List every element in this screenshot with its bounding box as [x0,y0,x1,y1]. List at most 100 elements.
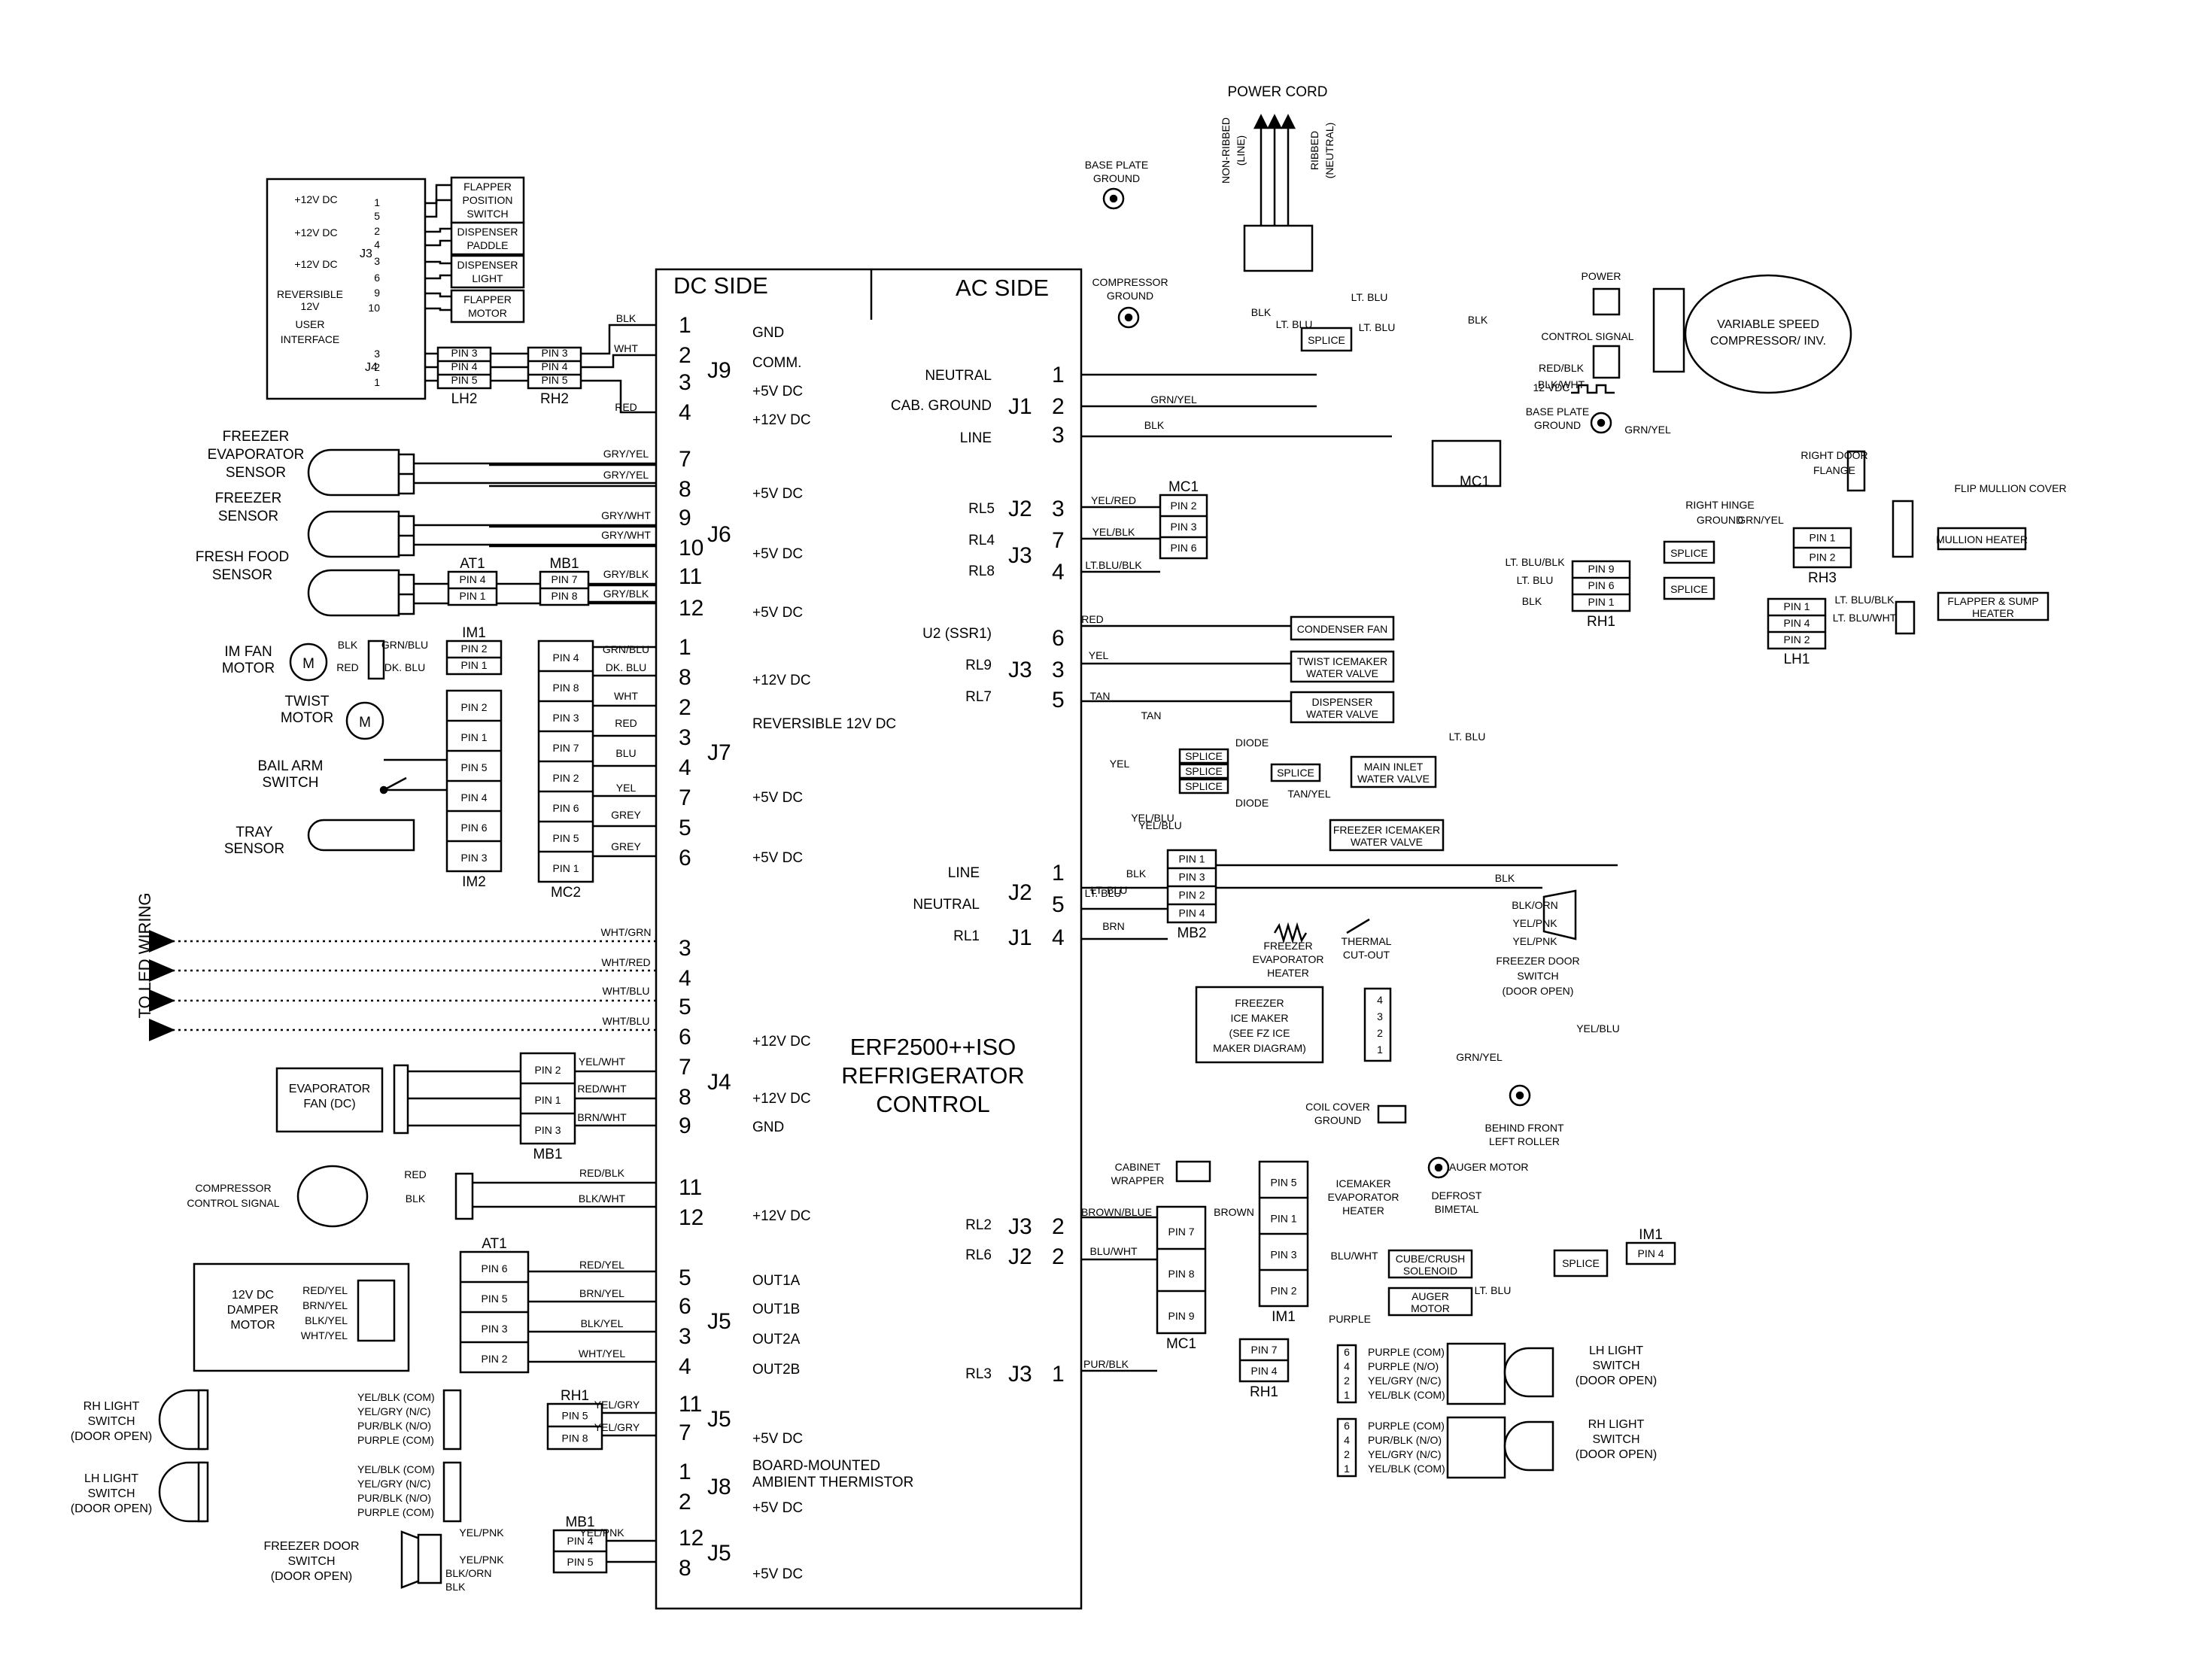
freezer-ice-maker-box [1195,986,1324,1064]
pin-label: 4 [1344,1360,1350,1372]
signal-label: AMBIENT THERMISTOR [752,1475,913,1490]
box-name: MB2 [1177,925,1206,941]
wire-label: YEL/PNK [459,1527,504,1539]
pin-label: PIN 1 [534,1094,561,1106]
connector-label: J1 [1008,394,1032,419]
connector-label: J3 [1008,543,1032,568]
box-name: IM2 [462,874,486,890]
component-label: MOTOR [230,1319,275,1332]
wire-label: WHT/BLU [603,985,650,997]
pin-label: PIN 1 [552,862,579,874]
wire-label: PUR/BLK (N/O) [357,1492,431,1504]
component-label: CONTROL SIGNAL [187,1197,279,1209]
component-label: FREEZER DOOR [263,1540,359,1553]
wire-label: BLK [1468,314,1488,326]
cord-arrow [1253,114,1269,129]
wire-label: YEL [616,782,637,794]
box-name: MC1 [1166,1336,1196,1352]
splice-label: SPLICE [1670,583,1708,595]
ground-label: RIGHT DOOR [1800,449,1867,461]
signal-label: +5V DC [752,384,803,399]
component-label: WATER VALVE [1351,836,1423,848]
wire-label: LT. BLU [1091,884,1128,896]
component-label: EVAPORATOR [289,1083,370,1095]
wire-label: PURPLE (COM) [1368,1420,1445,1432]
pin-label: PIN 4 [1783,617,1810,629]
wire-label: YEL/BLU [1138,819,1182,831]
component-label: SWITCH [1592,1359,1639,1372]
pin-number: 3 [679,1324,691,1349]
wire-label: GRY/WHT [601,529,651,541]
board-title: ERF2500++ISO [850,1034,1016,1060]
wire [581,379,656,414]
ui-row-label: +12V DC [294,226,337,238]
pin-label: PIN 6 [481,1262,507,1274]
connector-label: J4 [707,1070,731,1095]
cord-arrow [1266,114,1283,129]
lh1-box [1767,597,1827,650]
ac-name: RL5 [968,501,995,517]
light-switch [158,1389,206,1451]
pin-number: 4 [679,400,691,425]
pin-label: PIN 2 [1170,500,1196,512]
connector-label: J5 [707,1407,731,1432]
connector-label: J3 [1008,1214,1032,1239]
wire-label: YEL/PNK [1512,917,1557,929]
ui-device-box [450,289,525,324]
compressor-label: COMPRESSOR/ INV. [1710,335,1826,348]
component-label: (DOOR OPEN) [1576,1448,1657,1461]
control-connector [1592,345,1621,379]
comp-control-connector [454,1172,474,1220]
component-label: LH LIGHT [1589,1344,1643,1357]
fds-connector [417,1533,442,1584]
pin-label: PIN 4 [460,791,487,804]
wire-label: LT. BLU [1475,1284,1512,1296]
pin-number: 3 [679,725,691,750]
freezer-door-switch-b-icon [1542,889,1577,940]
wire-label: BRN/YEL [579,1287,624,1299]
pin-label: PIN 3 [552,712,579,724]
pin-label: PIN 2 [1783,633,1810,646]
pin-label: PIN 8 [1168,1268,1194,1280]
component-label: RH LIGHT [1588,1418,1645,1431]
wire-label: RED/BLK [579,1167,625,1179]
ui-device-label: SWITCH [466,208,508,220]
pin-number: 6 [679,1025,691,1050]
signal-label: OUT1A [752,1273,801,1289]
pin-label: PIN 3 [451,347,477,359]
connector-label: J9 [707,358,731,383]
splice-box [1300,327,1353,352]
wire [421,274,451,280]
wire-label: TAN [1141,709,1162,722]
motor-symbol: M [359,715,371,731]
compressor-control-icon [296,1165,369,1228]
ui-row-label: +12V DC [294,193,337,205]
pin-label: PIN 1 [460,659,487,671]
wire-label: PURPLE (COM) [1368,1346,1445,1358]
signal-label: +5V DC [752,605,803,621]
component-label: BIMETAL [1435,1203,1479,1215]
pin-label: PIN 9 [1588,563,1614,575]
wire-label: PURPLE (COM) [357,1434,434,1446]
component-label: EVAPORATOR [1253,953,1324,965]
ui-row-label: 12V [301,300,321,312]
ui-pin: 2 [374,225,380,237]
wire-label: YEL/GRY (N/C) [1368,1375,1442,1387]
wire-label: LT. BLU [1359,321,1396,333]
wire-label: YEL/GRY (N/C) [1368,1448,1442,1460]
wire-label: BLK [1144,419,1165,431]
box-name: MC1 [1460,474,1490,490]
mullion-heater-box [1937,527,2027,551]
ac-name: LINE [948,865,980,881]
signal-label: OUT1B [752,1302,800,1317]
ui-device-label: FLAPPER [463,181,512,193]
ac-name: NEUTRAL [925,368,992,384]
ac-name: RL2 [965,1217,992,1233]
ground-label: GROUND [1697,514,1743,526]
pin-label: PIN 2 [460,643,487,655]
ui-device-label: LIGHT [472,272,503,284]
roller-ground-icon [1515,1091,1524,1100]
pin-number: 1 [679,635,691,660]
component-label: THERMAL [1342,935,1392,947]
ui-j4-label: J4 [365,361,378,374]
